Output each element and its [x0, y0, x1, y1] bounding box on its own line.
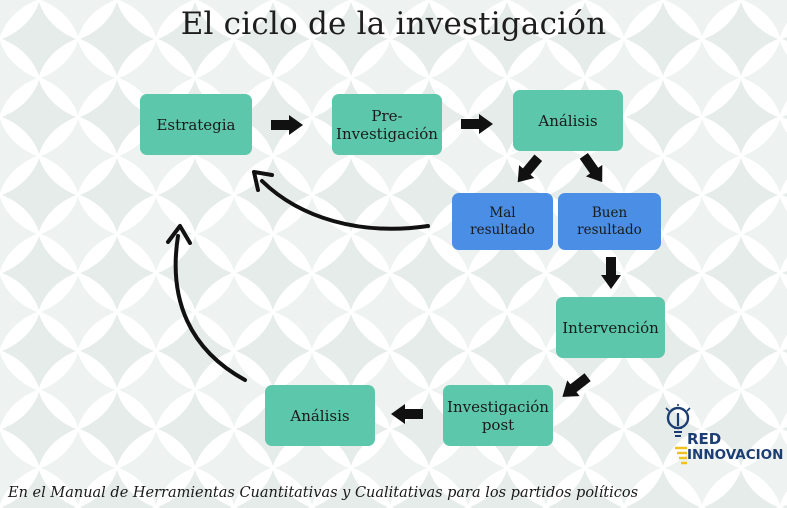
red-innovacion-logo: RED INNOVACION	[663, 402, 784, 465]
node-post-label-line2: post	[481, 415, 515, 434]
node-mal-label-line1: Mal	[489, 205, 516, 222]
node-pre-investigacion: Pre- Investigación	[332, 94, 442, 155]
lightbulb-icon	[665, 404, 691, 437]
node-analisis-top: Análisis	[513, 90, 623, 151]
node-intervencion: Intervención	[556, 297, 665, 358]
node-estrategia: Estrategia	[140, 94, 252, 155]
node-analisis-top-label: Análisis	[538, 111, 598, 130]
node-investigacion-post: Investigación post	[443, 385, 553, 446]
node-intervencion-label: Intervención	[562, 318, 659, 337]
footer-caption: En el Manual de Herramientas Cuantitativ…	[8, 485, 639, 501]
node-buen-label-line2: resultado	[577, 221, 642, 238]
diagram-title: El ciclo de la investigación	[180, 6, 607, 42]
node-buen-resultado: Buen resultado	[558, 193, 661, 250]
node-pre-label-line2: Investigación	[336, 124, 438, 143]
bolt-stripes-icon	[675, 446, 687, 465]
node-mal-label-line2: resultado	[470, 221, 535, 238]
node-buen-label-line1: Buen	[591, 205, 628, 222]
node-analisis-bottom: Análisis	[265, 385, 375, 446]
node-post-label-line1: Investigación	[447, 397, 549, 416]
node-analisis-bottom-label: Análisis	[290, 406, 350, 425]
node-estrategia-label: Estrategia	[156, 115, 236, 134]
node-mal-resultado: Mal resultado	[452, 193, 553, 250]
logo-text-red: RED	[687, 430, 722, 448]
node-pre-label-line1: Pre-	[371, 106, 403, 125]
logo-text-innovacion: INNOVACION	[687, 447, 784, 463]
